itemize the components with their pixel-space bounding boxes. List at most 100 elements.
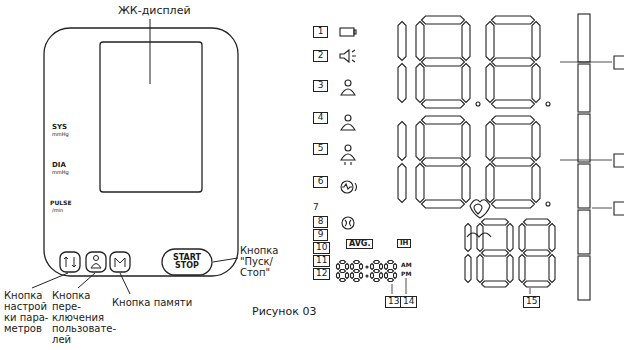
- callout-number: 9: [313, 229, 328, 241]
- digit-segment: [360, 264, 363, 270]
- digit-segment: [507, 224, 513, 252]
- callout-number: 4: [313, 112, 328, 124]
- text-label: Кнопка пере- ключения пользовате- лей: [52, 290, 108, 345]
- digit-segment: [422, 58, 465, 66]
- digit-segment: [351, 264, 354, 270]
- callout-number: 5: [313, 143, 328, 155]
- guest-icon: [341, 154, 355, 165]
- digit-segment: [462, 164, 470, 203]
- digit-segment: [416, 22, 424, 61]
- digit-segment: [507, 255, 513, 283]
- lcd-icons: [340, 14, 624, 300]
- text-label: Кнопка "Пуск/Стоп": [240, 245, 302, 278]
- cut-callout-box: [614, 56, 624, 215]
- digit-segment: [374, 261, 380, 264]
- digit-segment: [398, 64, 406, 103]
- start-stop-button: START STOP: [172, 254, 202, 271]
- digit-segment: [462, 122, 470, 161]
- digit-segment: [465, 255, 471, 283]
- decimal-dot: [366, 275, 368, 277]
- bar-segment: [578, 64, 590, 112]
- callout-number: 1: [313, 26, 328, 38]
- digit-segment: [354, 279, 360, 282]
- digit-segment: [337, 273, 340, 279]
- text-label: AM: [401, 262, 412, 269]
- settings-button: [60, 252, 80, 272]
- lcd-screen: [100, 42, 202, 192]
- digit-segment: [549, 224, 555, 252]
- digit-segment: [492, 58, 535, 66]
- leader-line: [560, 62, 612, 63]
- callout-number: 3: [313, 80, 328, 92]
- user-button: [86, 252, 106, 272]
- digit-segment: [532, 164, 540, 203]
- speaker-icon: [340, 50, 356, 62]
- digit-segment: [416, 164, 424, 203]
- digit-segment: [346, 273, 349, 279]
- digit-segment: [486, 122, 494, 161]
- digit-segment: [398, 22, 406, 61]
- leader-line: [213, 258, 238, 262]
- user-icon: [91, 264, 101, 269]
- digit-segment: [477, 255, 483, 283]
- callout-number: 8: [313, 216, 328, 228]
- bar-segment: [578, 256, 590, 300]
- digit-segment: [340, 279, 346, 282]
- digit-segment: [532, 122, 540, 161]
- battery-icon: [340, 28, 354, 36]
- digit-segment: [462, 64, 470, 103]
- digit-segment: [354, 261, 360, 264]
- bar-graph: [578, 14, 590, 300]
- digit-segment: [486, 64, 494, 103]
- digit-segment: [532, 64, 540, 103]
- figure-caption: Рисунок 03: [252, 306, 316, 318]
- decimal-dot: [546, 102, 550, 106]
- digit-segment: [422, 16, 465, 24]
- digit-segment: [492, 158, 535, 166]
- leader-line: [150, 19, 151, 84]
- digit-segment: [394, 273, 397, 279]
- memory-icon: [115, 258, 125, 267]
- digit-segment: [380, 264, 383, 270]
- device-drawing: [32, 19, 238, 294]
- digit-segment: [340, 270, 346, 273]
- leader-line: [560, 160, 612, 161]
- digit-segment: [422, 100, 465, 108]
- digit-segment: [385, 273, 388, 279]
- digit-segment: [492, 200, 535, 208]
- text-label: SYS: [52, 124, 67, 132]
- digit-segment: [416, 64, 424, 103]
- digit-segment: [519, 224, 525, 252]
- digit-segment: [354, 270, 360, 273]
- digit-segment: [532, 22, 540, 61]
- user1-icon: [345, 80, 351, 86]
- text-label: DIA: [52, 162, 66, 170]
- text-label: Кнопка памяти: [112, 297, 192, 308]
- bar-segment: [578, 14, 590, 62]
- ih-box: IH: [397, 239, 411, 248]
- callout-number: 11: [313, 255, 330, 267]
- digit-segment: [492, 16, 535, 24]
- digit-segment: [524, 219, 551, 225]
- text-label: 7: [313, 203, 319, 213]
- callout-number: 12: [313, 268, 330, 280]
- digit-segment: [482, 250, 509, 256]
- risk-icon: [342, 217, 354, 229]
- callout-number: 15: [523, 296, 540, 308]
- heart-icon: [474, 204, 482, 214]
- decimal-dot: [366, 266, 368, 268]
- digit-segment: [351, 273, 354, 279]
- leader-line: [32, 273, 68, 288]
- callout-number: 10: [313, 242, 330, 254]
- device-housing: [44, 28, 238, 276]
- callout-number: 2: [313, 50, 328, 62]
- digit-segment: [398, 164, 406, 203]
- text-label: PM: [401, 271, 411, 278]
- digit-segment: [422, 200, 465, 208]
- digit-segment: [374, 270, 380, 273]
- heart-icon: [470, 200, 490, 218]
- guest-icon: [345, 145, 351, 151]
- text-label: /min: [52, 208, 63, 214]
- avg-box: AVG.: [346, 239, 373, 249]
- digit-segment: [371, 264, 374, 270]
